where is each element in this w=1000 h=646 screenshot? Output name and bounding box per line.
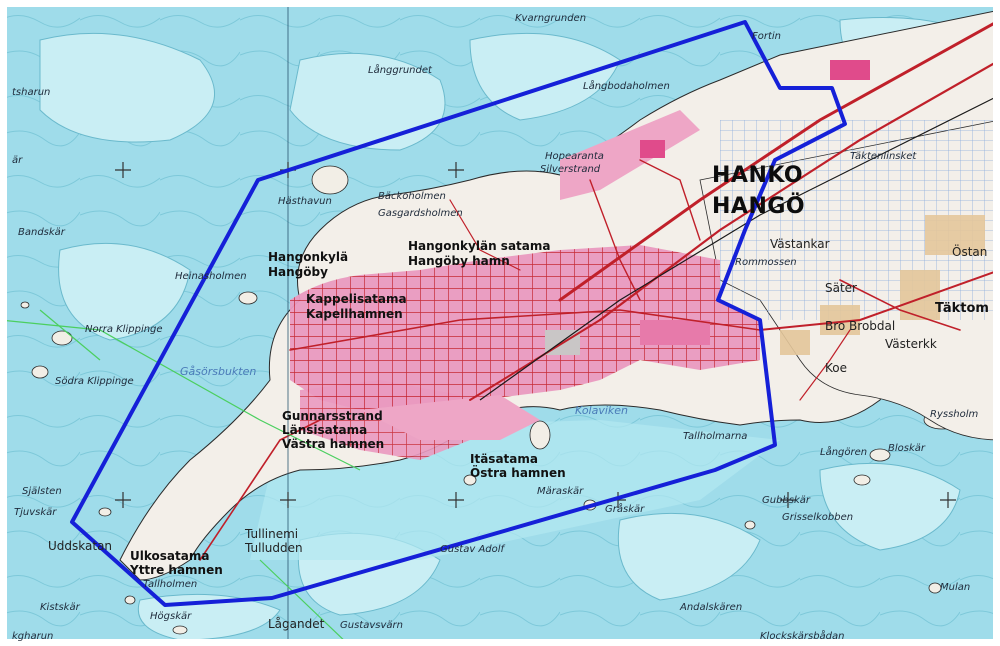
label-rommossen: Rommossen (735, 257, 797, 268)
label-backoholmen: Bäckoholmen (378, 191, 446, 202)
label-heinasholmen: Heinasholmen (175, 271, 247, 282)
label-ulkosatama: Ulkosatama (130, 549, 210, 563)
urban-patch-northeast (830, 60, 870, 80)
label-hanko: HANKO (712, 163, 804, 188)
label-silverstrand: Silverstrand (540, 164, 601, 175)
label-bloskar: Bloskär (888, 443, 925, 454)
label-hangonkyla: Hangonkylä (268, 250, 349, 264)
label-gasorsbukten: Gåsörsbukten (180, 365, 257, 378)
label-bandskar: Bandskär (18, 227, 65, 238)
label-langgrundet: Långgrundet (368, 65, 432, 76)
label-hogskar: Högskär (150, 611, 192, 622)
label-ryssholm: Ryssholm (930, 409, 979, 420)
label-gubbskar: Gubbskär (762, 495, 811, 506)
label-kapellhamnen: Kapellhamnen (306, 307, 403, 321)
label-brobdal: Bro Brobdal (825, 319, 896, 333)
label-koe: Koe (825, 361, 847, 375)
label-sjalsten: Själsten (22, 486, 62, 497)
label-taktom: Täktom (935, 301, 989, 316)
label-tulludden: Tulludden (245, 541, 303, 555)
label-tallholmen: Tallholmen (143, 579, 198, 590)
study-area-boundary (70, 20, 847, 607)
urban-patch-north (640, 140, 665, 158)
label-gasgardsholmen: Gasgardsholmen (378, 208, 463, 219)
label-ar-left: är (12, 155, 23, 166)
label-gustav-adolf: Gustav Adolf (440, 544, 505, 555)
label-kvarngrunden: Kvarngrunden (515, 13, 587, 24)
urban-strip-south (360, 395, 540, 440)
label-itasatama: Itäsatama (470, 452, 538, 466)
label-hangoby-hamn: Hangöby hamn (408, 254, 510, 268)
label-vasterkk: Västerkk (885, 337, 937, 351)
urban-north-belt (560, 110, 700, 200)
label-hangoby: Hangöby (268, 265, 328, 279)
label-langoren: Långören (820, 447, 868, 458)
label-tallholmarna: Tallholmarna (683, 431, 748, 442)
label-hopearanta: Hopearanta (545, 151, 604, 162)
label-kappelisatama: Kappelisatama (306, 292, 407, 306)
label-taktenlinsket: Täktenlinsket (850, 151, 917, 162)
label-ostra-hamnen: Östra hamnen (470, 466, 566, 480)
label-andalskaren: Andalskären (680, 602, 743, 613)
label-hasthavun: Hästhavun (278, 196, 332, 207)
label-langbodaholmen: Långbodaholmen (583, 81, 670, 92)
label-lansisatama: Länsisatama (282, 423, 368, 437)
label-hango: HANGÖ (712, 194, 806, 219)
label-gunnarsstrand: Gunnarsstrand (282, 409, 383, 423)
label-tjuvskar: Tjuvskär (14, 507, 57, 518)
label-tullinemi: Tullinemi (245, 527, 299, 541)
railway (479, 94, 1000, 401)
label-lagandet: Lågandet (268, 617, 325, 631)
label-uddskatan: Uddskatan (48, 539, 113, 553)
label-tsharun: tsharun (12, 87, 51, 98)
green-boundaries (0, 309, 361, 646)
label-yttre-hamnen: Yttre hamnen (130, 563, 223, 577)
label-ksharun: kgharun (12, 631, 54, 642)
label-mulan: Mulan (940, 582, 971, 593)
label-kistskar: Kistskär (40, 602, 80, 613)
label-vastra-hamnen: Västra hamnen (282, 437, 385, 451)
label-sodra-klippinge: Södra Klippinge (55, 376, 134, 387)
label-graskar: Gråskär (605, 504, 645, 515)
label-gustavsvarn: Gustavsvärn (340, 620, 403, 631)
label-maraskar: Märaskär (537, 486, 584, 497)
label-grisselkobben: Grisselkobben (782, 512, 854, 523)
urban-patch-east (640, 320, 710, 345)
label-ostan: Östan (952, 245, 988, 259)
label-kolaviken: Kolaviken (575, 404, 629, 417)
label-fortin: Fortin (752, 31, 782, 42)
label-vastankar: Västankar (770, 237, 830, 251)
label-sater: Säter (825, 281, 857, 295)
label-hangonkylan-satama: Hangonkylän satama (408, 239, 551, 253)
label-norra-klippinge: Norra Klippinge (85, 324, 163, 335)
label-klockskarsbadan: Klockskärsbådan (760, 631, 845, 642)
